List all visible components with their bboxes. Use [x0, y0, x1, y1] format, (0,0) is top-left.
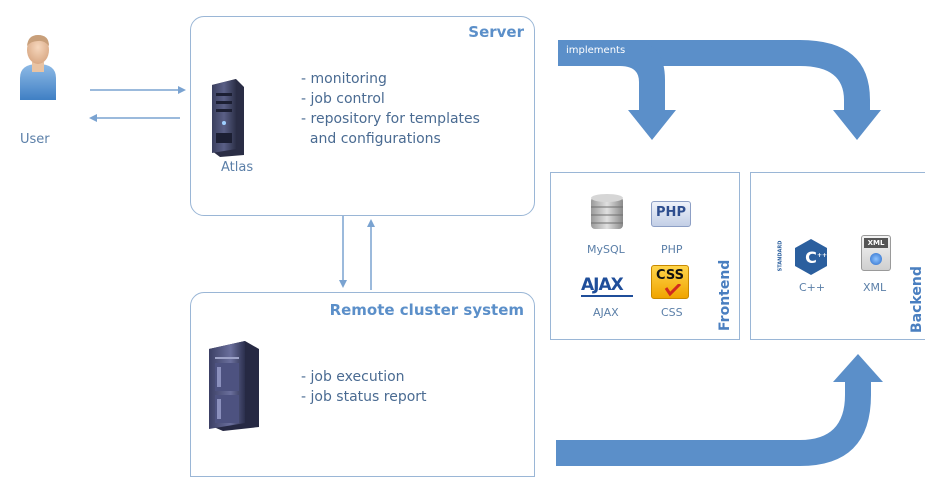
server-bullet: and configurations — [301, 131, 441, 147]
cpp-standard-text: STANDARD — [777, 240, 784, 272]
server-machine-label: Atlas — [221, 160, 254, 175]
xml-file-icon: XML — [861, 235, 891, 271]
xml-badge: XML — [864, 238, 888, 248]
css-logo-text: CSS — [656, 268, 684, 283]
frontend-panel: MySQL PHP PHP AJAX AJAX CSS CSS Frontend — [550, 172, 740, 340]
cluster-bullet: - job execution — [301, 369, 405, 385]
mysql-database-icon — [591, 194, 623, 229]
server-tower-icon — [212, 79, 244, 157]
server-bullet: - job control — [301, 91, 385, 107]
server-bullet: - repository for templates — [301, 111, 480, 127]
server-to-cluster-arrow — [339, 216, 347, 288]
server-rack-icon — [209, 341, 259, 431]
ajax-logo-text: AJAX — [581, 275, 624, 295]
css-logo-icon: CSS — [651, 265, 689, 299]
backend-item-label: C++ — [799, 281, 826, 294]
cluster-bullet: - job status report — [301, 389, 427, 405]
user-to-server-arrow — [90, 86, 186, 94]
user-actor: User — [10, 32, 70, 152]
svg-text:++: ++ — [817, 252, 827, 259]
implements-label: implements — [566, 45, 626, 56]
php-logo-text: PHP — [656, 205, 686, 220]
backend-title: Backend — [909, 266, 925, 333]
ajax-logo-icon: AJAX — [581, 273, 635, 299]
cluster-to-backend-arrow — [556, 354, 883, 466]
php-logo-icon: PHP — [651, 201, 691, 227]
backend-panel: C ++ STANDARD C++ XML XML Backend — [750, 172, 925, 340]
server-bullet: - monitoring — [301, 71, 387, 87]
frontend-item-label: AJAX — [593, 306, 619, 319]
server-box: Server Atlas - monitoring - job control … — [190, 16, 535, 216]
cluster-bullets: - job execution - job status report — [301, 367, 427, 407]
cluster-box: Remote cluster system - job execution - … — [190, 292, 535, 477]
frontend-title: Frontend — [717, 259, 733, 331]
svg-text:C: C — [805, 248, 817, 267]
cluster-title: Remote cluster system — [329, 301, 524, 319]
cluster-to-server-arrow — [367, 219, 375, 290]
backend-item-label: XML — [863, 281, 887, 294]
user-label: User — [20, 132, 50, 147]
server-title: Server — [468, 23, 524, 41]
server-bullets: - monitoring - job control - repository … — [301, 69, 480, 149]
frontend-item-label: PHP — [661, 243, 683, 256]
cpp-logo-icon: C ++ STANDARD — [777, 237, 831, 277]
frontend-item-label: MySQL — [587, 243, 625, 256]
server-to-user-arrow — [89, 114, 180, 122]
frontend-item-label: CSS — [661, 306, 683, 319]
user-icon — [20, 35, 56, 100]
